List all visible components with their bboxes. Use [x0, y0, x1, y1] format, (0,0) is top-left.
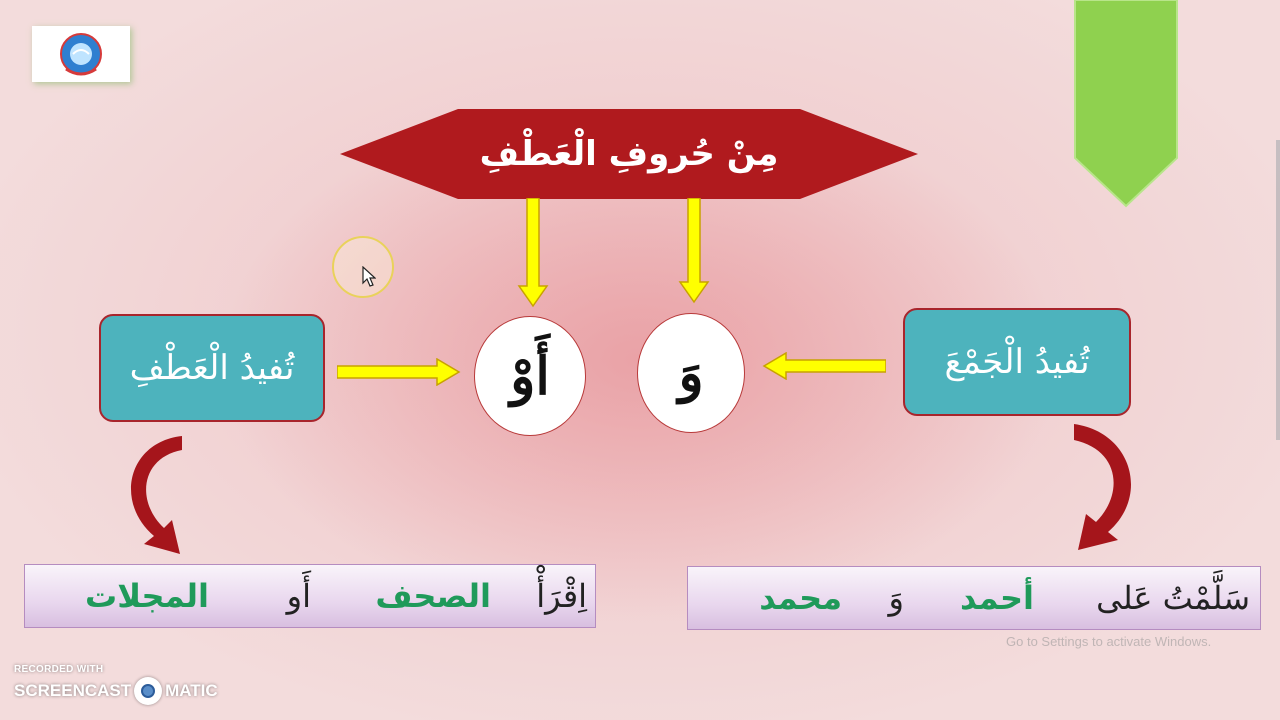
- example-sentence-right: سَلَّمْتُ عَلى أحمد وَ محمد: [687, 566, 1261, 630]
- right-word-2: أحمد: [960, 579, 1034, 617]
- meaning-left-text: تُفيدُ الْعَطْفِ: [129, 348, 295, 388]
- left-word-2: الصحف: [375, 577, 491, 615]
- right-word-3: وَ: [888, 579, 904, 617]
- letter-waw-circle: وَ: [637, 313, 745, 433]
- meaning-box-right: تُفيدُ الْجَمْعَ: [903, 308, 1131, 416]
- screencast-logo-icon: [134, 677, 163, 705]
- meaning-right-text: تُفيدُ الْجَمْعَ: [944, 342, 1090, 382]
- mouse-pointer-icon: [362, 266, 376, 287]
- arrow-down-right-icon: [678, 198, 710, 304]
- watermark-right-text: MATIC: [165, 681, 218, 700]
- page-title: مِنْ حُروفِ الْعَطْفِ: [479, 134, 779, 174]
- watermark-left-text: SCREENCAST: [14, 681, 132, 700]
- letter-waw: وَ: [678, 342, 704, 404]
- left-word-4: المجلات: [85, 577, 209, 615]
- title-banner-shape: [340, 109, 918, 199]
- curved-arrow-left-icon: [131, 436, 182, 554]
- meaning-box-left: تُفيدُ الْعَطْفِ: [99, 314, 325, 422]
- example-sentence-left: اِقْرَأْ الصحف أَو المجلات: [24, 564, 596, 628]
- screencast-watermark: RECORDED WITH SCREENCAST MATIC: [14, 664, 218, 705]
- right-word-4: محمد: [759, 579, 842, 617]
- arrow-left-icon: [762, 352, 886, 380]
- left-word-3: أَو: [286, 577, 311, 615]
- arrow-down-left-icon: [517, 198, 549, 308]
- school-logo: [32, 26, 130, 82]
- activate-windows-notice: Go to Settings to activate Windows.: [1006, 634, 1212, 649]
- green-ribbon-decoration: [1074, 0, 1178, 208]
- window-edge: [1276, 140, 1280, 440]
- letter-aw-circle: أَوْ: [474, 316, 586, 436]
- watermark-recorded-with: RECORDED WITH: [14, 664, 104, 675]
- school-logo-icon: [60, 33, 102, 76]
- curved-arrow-right-icon: [1074, 424, 1131, 550]
- right-word-1: سَلَّمْتُ عَلى: [1096, 579, 1250, 617]
- left-word-1: اِقْرَأْ: [536, 577, 587, 615]
- letter-aw: أَوْ: [510, 345, 550, 407]
- arrow-right-icon: [337, 358, 461, 386]
